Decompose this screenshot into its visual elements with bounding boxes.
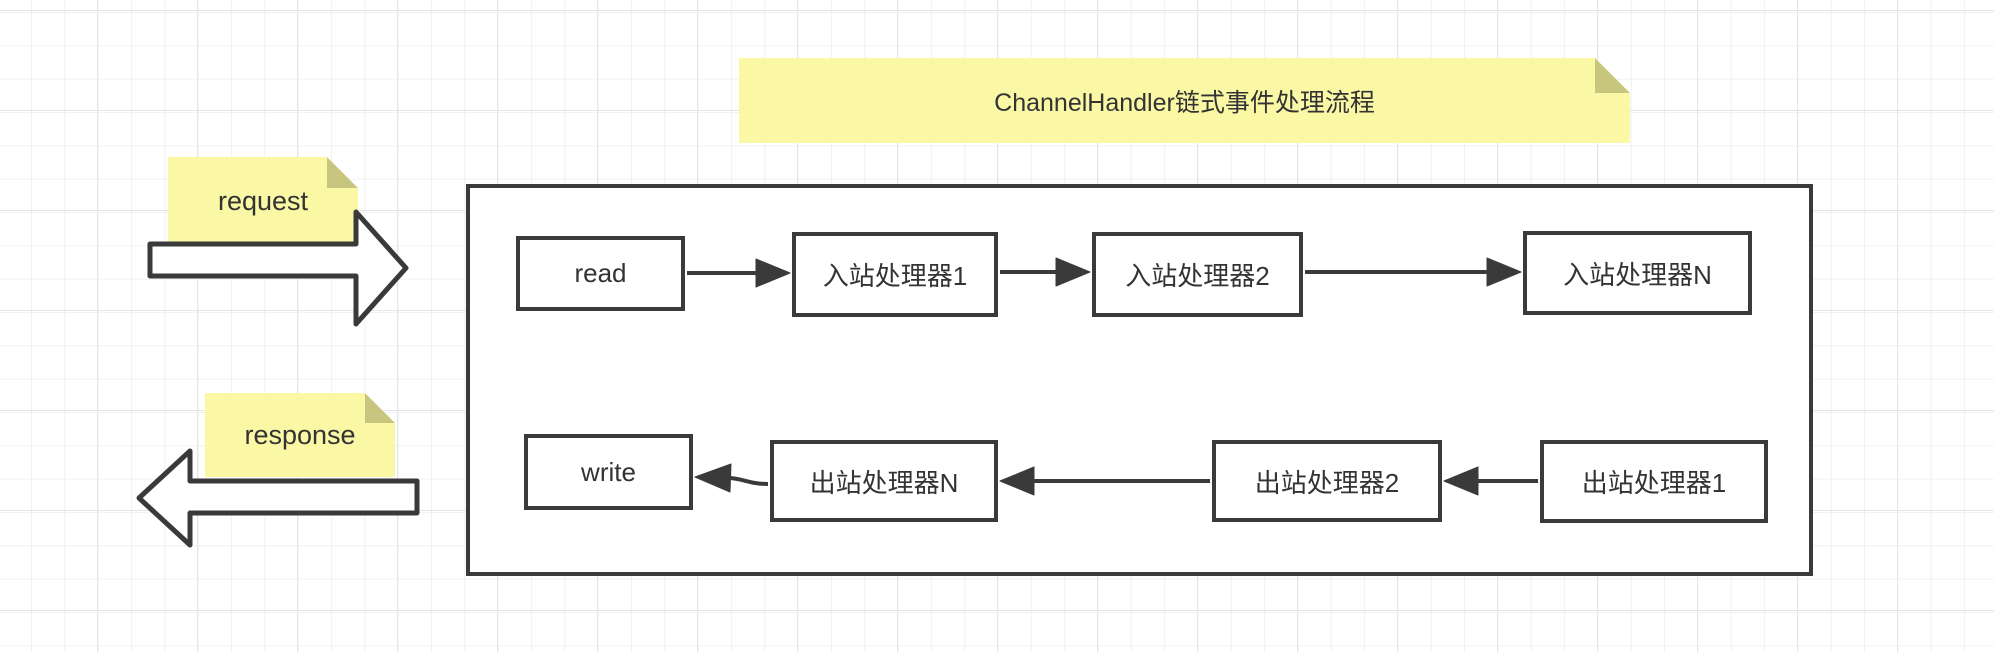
node-outbound-handler-2[interactable]: 出站处理器2: [1212, 440, 1442, 522]
folded-corner-icon: [327, 157, 358, 188]
node-label: 入站处理器2: [1125, 261, 1270, 291]
diagram-title: ChannelHandler链式事件处理流程: [994, 88, 1375, 117]
node-label: write: [581, 456, 636, 487]
node-label: 出站处理器N: [809, 467, 959, 498]
node-outbound-handler-n[interactable]: 出站处理器N: [770, 440, 998, 522]
node-label: 入站处理器1: [822, 261, 968, 291]
node-inbound-handler-1[interactable]: 入站处理器1: [792, 232, 998, 317]
request-label: request: [217, 185, 309, 216]
node-inbound-handler-n[interactable]: 入站处理器N: [1523, 231, 1752, 315]
node-label: 出站处理器1: [1581, 468, 1727, 498]
folded-corner-icon: [1595, 58, 1630, 93]
node-outbound-handler-1[interactable]: 出站处理器1: [1540, 440, 1768, 523]
response-label: response: [244, 419, 356, 450]
node-read[interactable]: read: [516, 236, 685, 311]
folded-corner-icon: [365, 393, 395, 423]
request-sticky-note[interactable]: request: [168, 157, 358, 245]
response-sticky-note[interactable]: response: [205, 393, 395, 477]
node-write[interactable]: write: [524, 434, 693, 510]
node-label: read: [574, 258, 627, 288]
node-label: 入站处理器N: [1563, 259, 1712, 290]
node-label: 出站处理器2: [1254, 467, 1400, 498]
title-sticky-note[interactable]: ChannelHandler链式事件处理流程: [739, 58, 1630, 143]
node-inbound-handler-2[interactable]: 入站处理器2: [1092, 232, 1303, 317]
